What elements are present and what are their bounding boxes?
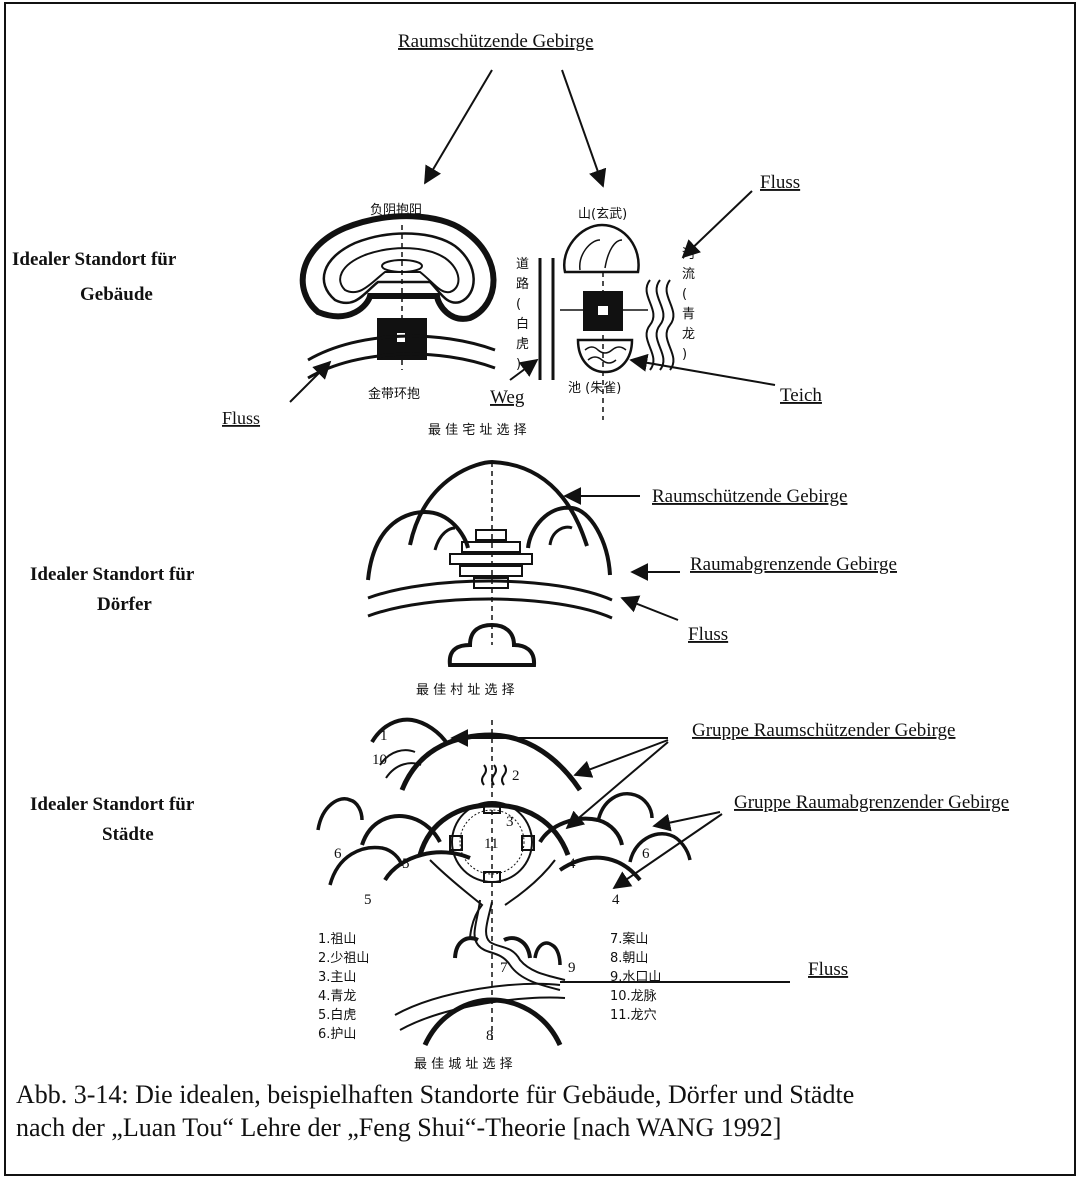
svg-text:4: 4 (568, 856, 576, 872)
cjk-river-vertical: 河 流 ( 青 龙 ) (682, 247, 695, 362)
arrow-stadt-schuetz-3 (565, 741, 669, 830)
svg-text:2.少祖山: 2.少祖山 (318, 951, 369, 966)
cjk-city-caption: 最 佳 城 址 选 择 (414, 1057, 513, 1072)
arrow-stadt-abgrenz-1 (652, 811, 721, 832)
svg-text:3: 3 (506, 814, 514, 830)
caption-line-2: nach der „Luan Tou“ Lehre der „Feng Shui… (16, 1113, 782, 1142)
svg-text:流: 流 (682, 267, 695, 282)
label-dorf-raumschuetzend: Raumschützende Gebirge (652, 486, 847, 507)
svg-text:7: 7 (500, 960, 508, 976)
cjk-house-caption: 最 佳 宅 址 选 择 (428, 423, 527, 438)
svg-text:4: 4 (612, 892, 620, 908)
svg-text:1.祖山: 1.祖山 (318, 932, 356, 947)
arrow-stadt-schuetz-2 (573, 739, 669, 778)
svg-text:白: 白 (516, 316, 529, 332)
svg-text:6: 6 (334, 846, 342, 862)
svg-text:5: 5 (402, 856, 410, 872)
city-legend-right: 7.案山 8.朝山 9.水口山 10.龙脉 11.龙穴 (610, 932, 661, 1023)
svg-text:): ) (682, 347, 687, 362)
svg-text:道: 道 (516, 257, 529, 272)
side-label-doerfer-1: Idealer Standort für (30, 564, 195, 585)
label-weg: Weg (490, 387, 525, 408)
arrow-stadt-abgrenz-2 (612, 813, 723, 890)
svg-text:3.主山: 3.主山 (318, 970, 356, 985)
svg-text:路: 路 (516, 276, 529, 292)
city-legend-left: 1.祖山 2.少祖山 3.主山 4.青龙 5.白虎 6.护山 (318, 932, 369, 1042)
village-diagram (366, 459, 613, 667)
caption-line-1: Abb. 3-14: Die idealen, beispielhaften S… (16, 1080, 855, 1109)
arrow-top-right (561, 69, 607, 188)
figure-frame (4, 2, 1076, 1176)
svg-text:(: ( (682, 287, 687, 302)
label-top-raumschuetzend: Raumschützende Gebirge (398, 31, 593, 52)
svg-text:11.龙穴: 11.龙穴 (610, 1008, 657, 1023)
arrow-fluss-right (681, 190, 753, 259)
svg-text:7.案山: 7.案山 (610, 932, 648, 947)
svg-text:8.朝山: 8.朝山 (610, 951, 648, 966)
arrow-dorf-fluss (620, 595, 679, 621)
side-label-gebaeude-2: Gebäude (80, 284, 153, 305)
label-fluss-left: Fluss (222, 408, 260, 428)
label-teich: Teich (780, 385, 822, 406)
svg-text:10.龙脉: 10.龙脉 (610, 989, 657, 1004)
svg-text:5.白虎: 5.白虎 (318, 1007, 356, 1023)
svg-text:(: ( (516, 297, 521, 312)
feng-shui-diagram: Idealer Standort für Gebäude Idealer Sta… (12, 31, 1009, 1072)
svg-text:青: 青 (682, 307, 695, 322)
cjk-road-vertical: 道 路 ( 白 虎 ) (516, 257, 529, 372)
svg-text:9: 9 (568, 960, 576, 976)
house-diagram-left: 负阴抱阳 金带环抱 (299, 202, 497, 402)
cjk-village-caption: 最 佳 村 址 选 择 (416, 683, 515, 698)
arrow-teich (629, 353, 776, 386)
side-label-gebaeude-1: Idealer Standort für (12, 249, 177, 270)
svg-text:8: 8 (486, 1028, 494, 1044)
svg-text:): ) (516, 357, 521, 372)
svg-text:4.青龙: 4.青龙 (318, 989, 356, 1004)
arrow-weg (509, 358, 539, 381)
svg-text:2: 2 (512, 768, 520, 784)
label-stadt-gruppe-schuetz: Gruppe Raumschützender Gebirge (692, 720, 955, 741)
label-dorf-fluss: Fluss (688, 624, 728, 645)
city-diagram (316, 717, 692, 1047)
label-stadt-fluss: Fluss (808, 959, 848, 980)
label-stadt-gruppe-abgrenz: Gruppe Raumabgrenzender Gebirge (734, 792, 1009, 813)
cjk-shan-xuanwu: 山(玄武) (578, 207, 627, 222)
svg-text:虎: 虎 (516, 337, 529, 352)
house-diagram-right: 山(玄武) (538, 207, 675, 420)
city-number-labels: 1 10 2 3 11 5 4 6 6 5 4 7 9 8 (334, 728, 650, 1044)
svg-text:11: 11 (484, 836, 498, 852)
cjk-pond: 池 (朱雀) (568, 381, 621, 396)
label-dorf-raumabgrenzend: Raumabgrenzende Gebirge (690, 554, 897, 575)
svg-text:河: 河 (682, 247, 695, 262)
svg-text:龙: 龙 (682, 327, 695, 342)
figure-caption: Abb. 3-14: Die idealen, beispielhaften S… (16, 1078, 1066, 1144)
svg-text:10: 10 (372, 752, 387, 768)
svg-text:5: 5 (364, 892, 372, 908)
side-label-staedte-1: Idealer Standort für (30, 794, 195, 815)
arrow-fluss-left (289, 360, 332, 403)
svg-text:6.护山: 6.护山 (318, 1027, 356, 1042)
side-label-doerfer-2: Dörfer (97, 594, 152, 615)
svg-text:1: 1 (380, 728, 388, 744)
svg-text:6: 6 (642, 846, 650, 862)
arrow-top-left (424, 69, 493, 185)
cjk-jindai-huanbao: 金带环抱 (368, 386, 420, 402)
side-label-staedte-2: Städte (102, 824, 154, 845)
label-fluss-right: Fluss (760, 172, 800, 193)
